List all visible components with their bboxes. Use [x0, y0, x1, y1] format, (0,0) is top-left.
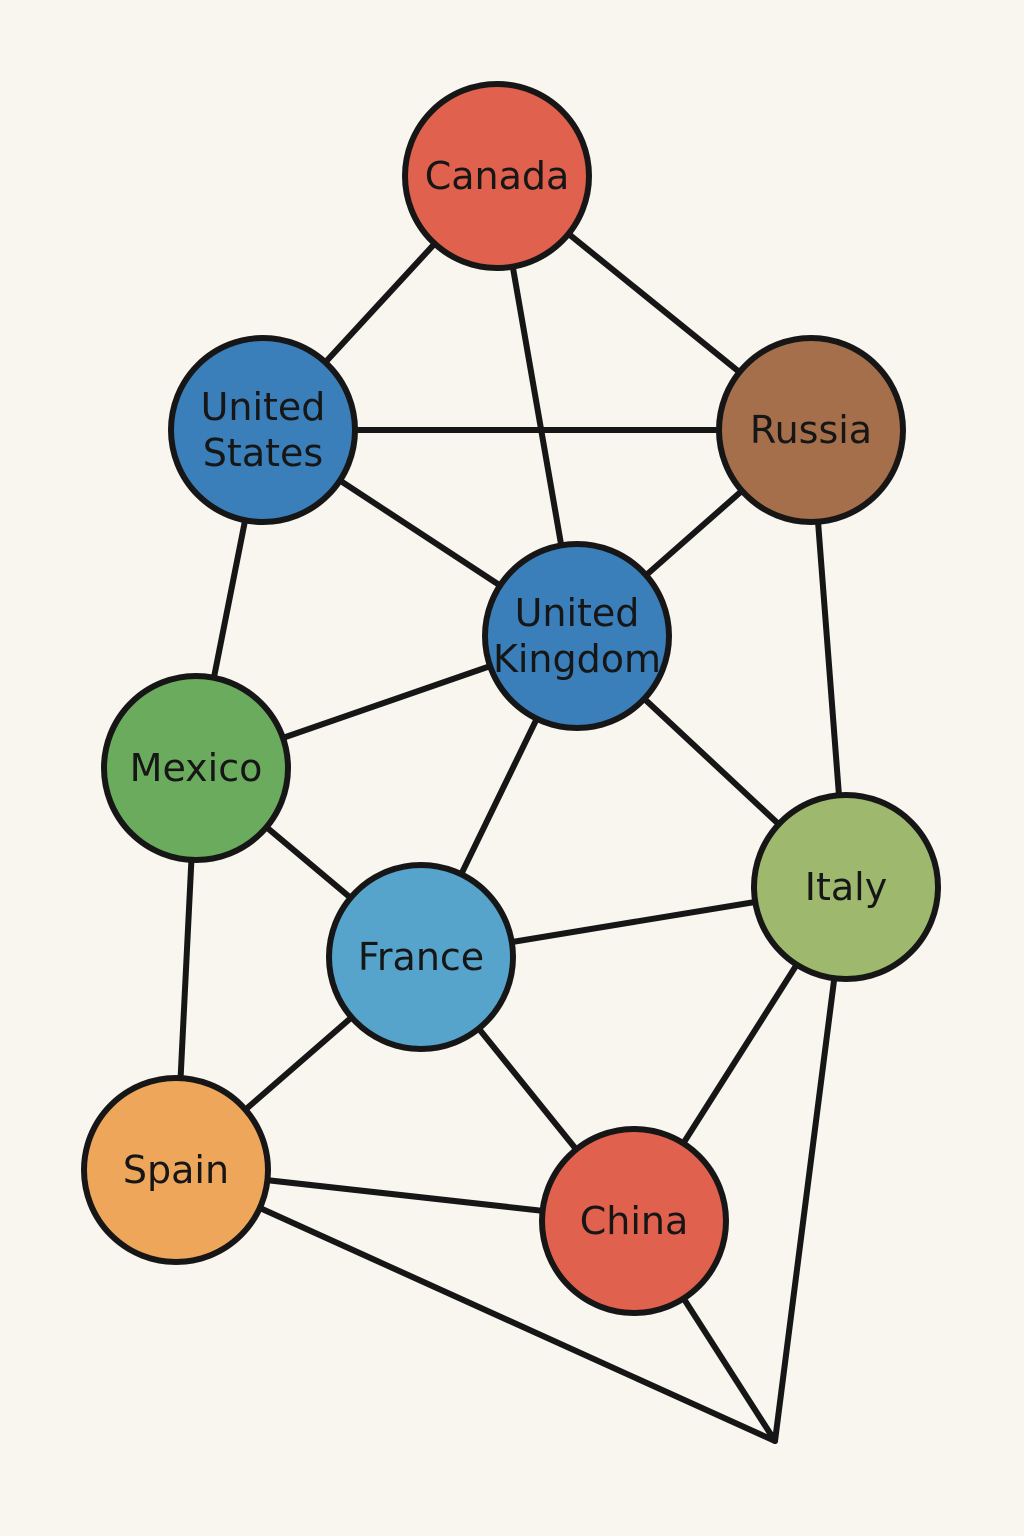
node-mexico: Mexico — [101, 673, 291, 863]
node-label-italy: Italy — [805, 865, 887, 909]
node-label-united-states-line-1: United — [201, 385, 326, 429]
node-label-spain: Spain — [123, 1148, 229, 1192]
node-china: China — [539, 1126, 729, 1316]
node-label-united-states-line-2: States — [203, 431, 323, 475]
node-circle-canada — [402, 81, 592, 271]
node-circle-united-kingdom — [482, 541, 672, 731]
node-spain: Spain — [81, 1075, 271, 1265]
node-circle-united-states — [168, 335, 358, 525]
node-france: France — [326, 862, 516, 1052]
node-label-china: China — [580, 1199, 689, 1243]
edge-spain-corner — [173, 1167, 778, 1444]
node-label-canada: Canada — [425, 154, 570, 198]
node-circle-china — [539, 1126, 729, 1316]
node-label-united-kingdom-line-2: Kingdom — [493, 637, 661, 681]
node-circle-italy — [751, 792, 941, 982]
node-italy: Italy — [751, 792, 941, 982]
node-label-russia: Russia — [750, 408, 872, 452]
node-circle-mexico — [101, 673, 291, 863]
node-circle-france — [326, 862, 516, 1052]
nodes-layer: CanadaUnitedStatesRussiaUnitedKingdomMex… — [81, 81, 941, 1316]
node-label-france: France — [358, 935, 484, 979]
node-label-mexico: Mexico — [130, 746, 263, 790]
node-circle-spain — [81, 1075, 271, 1265]
node-russia: Russia — [716, 335, 906, 525]
node-label-united-kingdom-line-1: United — [515, 591, 640, 635]
node-canada: Canada — [402, 81, 592, 271]
node-circle-russia — [716, 335, 906, 525]
